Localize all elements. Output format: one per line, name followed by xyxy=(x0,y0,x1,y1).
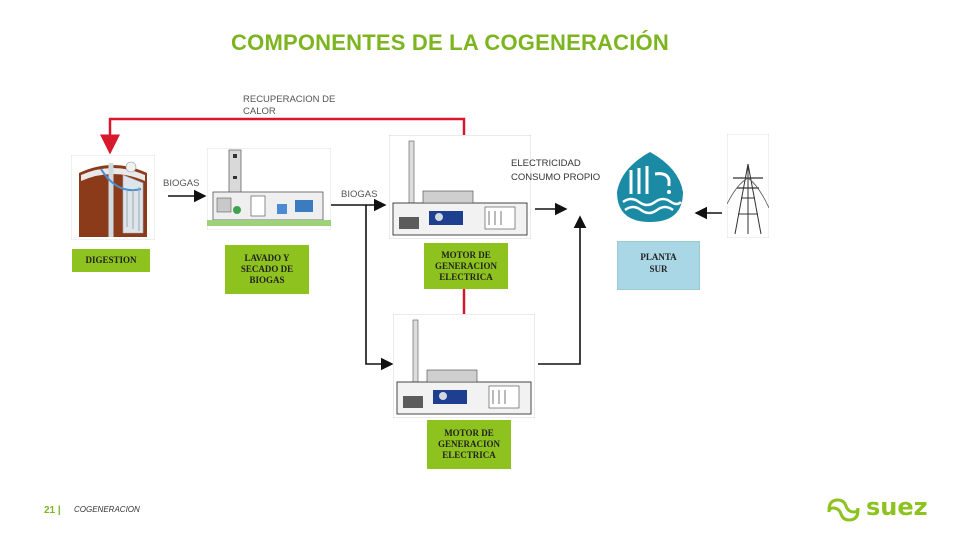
page-number: 21 | xyxy=(44,505,61,516)
digestion-box: DIGESTION xyxy=(72,249,150,272)
biogas-label-1: BIOGAS xyxy=(163,178,200,189)
motor-1-box: MOTOR DE GENERACION ELECTRICA xyxy=(424,243,508,289)
washing-plant-icon xyxy=(207,148,331,230)
suez-logo-mark xyxy=(827,498,860,522)
washing-box: LAVADO Y SECADO DE BIOGAS xyxy=(225,245,309,294)
motor-2-box: MOTOR DE GENERACION ELECTRICA xyxy=(427,420,511,469)
page-title: COMPONENTES DE LA COGENERACIÓN xyxy=(231,30,669,55)
electricity-label: ELECTRICIDAD CONSUMO PROPIO xyxy=(511,158,601,183)
generator-motor-icon xyxy=(389,135,531,239)
suez-logo-text: suez xyxy=(866,493,928,521)
electricity-arrow-2 xyxy=(538,215,587,365)
heat-recovery-label: RECUPERACION DE CALOR xyxy=(243,94,336,117)
heat-recovery-line xyxy=(100,117,466,155)
suez-logo: suez xyxy=(826,493,936,524)
plant-box: PLANTA SUR xyxy=(617,241,700,290)
power-tower-icon xyxy=(727,134,769,238)
biogas-label-2: BIOGAS xyxy=(341,189,378,200)
water-plant-icon xyxy=(609,150,691,224)
biogas-branch-arrow xyxy=(365,205,394,371)
generator-motor-icon-2 xyxy=(393,314,535,418)
footer-section: COGENERACION xyxy=(74,505,140,514)
digester-icon xyxy=(71,155,155,240)
